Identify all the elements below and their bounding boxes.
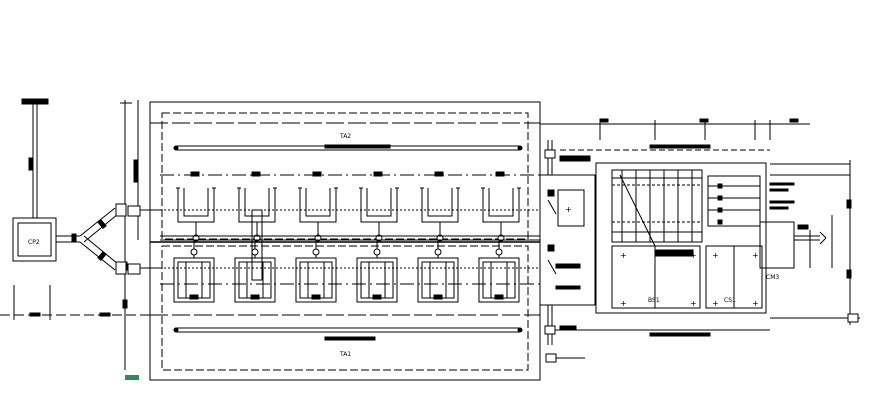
bottom-filter-tank: [478, 240, 520, 303]
cp2-outlet-pipes: [56, 207, 119, 271]
top-filter-tank: [359, 171, 399, 242]
bs1-tank: + + + + BS1: [611, 245, 701, 309]
top-filter-tank: [420, 171, 460, 242]
top-filter-tank: [298, 171, 338, 242]
ta2-label: TA2: [339, 133, 351, 140]
distribution-pipe: [160, 209, 540, 269]
bs1-label: BS1: [648, 297, 660, 304]
bottom-filter-tank: [356, 240, 398, 303]
top-filter-tank: [481, 171, 521, 242]
svg-text:+: +: [752, 299, 759, 308]
svg-text:+: +: [690, 299, 697, 308]
top-filter-tank: [237, 171, 277, 242]
ta1-label: TA1: [339, 351, 351, 358]
control-panel: [707, 175, 795, 227]
svg-text:+: +: [712, 299, 719, 308]
cs1-label: CS1: [724, 297, 736, 304]
bottom-tank-row: [173, 240, 520, 303]
svg-text:+: +: [565, 205, 572, 214]
svg-text:+: +: [712, 251, 719, 260]
cm3-label: CM3: [766, 274, 779, 281]
svg-text:+: +: [620, 251, 627, 260]
bottom-filter-tank: [295, 240, 337, 303]
bottom-filter-tank: [173, 240, 215, 303]
ta1-header: TA1: [173, 327, 523, 358]
overflow-pipe: [251, 209, 263, 281]
cp2-box: CP2: [12, 217, 57, 262]
right-column-pipes: [544, 140, 770, 363]
ta2-header: TA2: [173, 133, 523, 151]
top-filter-tank: [176, 171, 216, 242]
cp2-label: CP2: [28, 239, 40, 246]
svg-text:+: +: [620, 299, 627, 308]
north-marker: [125, 375, 139, 380]
top-tank-row: [176, 171, 521, 281]
svg-text:+: +: [752, 251, 759, 260]
right-dimensions: [540, 118, 860, 337]
left-dimension-lines: [0, 285, 150, 320]
filter-frame: [595, 162, 767, 314]
row-centerlines: [150, 122, 540, 316]
bottom-filter-tank: [417, 240, 459, 303]
vertical-dimensions: [120, 100, 139, 370]
bottom-filter-tank: [234, 240, 276, 303]
svg-text:+: +: [690, 251, 697, 260]
cm3-unit: CM3: [759, 221, 827, 281]
cs1-tank: + + + + CS1: [705, 245, 763, 309]
junction-boxes: +: [539, 174, 596, 306]
left-riser: [21, 98, 49, 218]
